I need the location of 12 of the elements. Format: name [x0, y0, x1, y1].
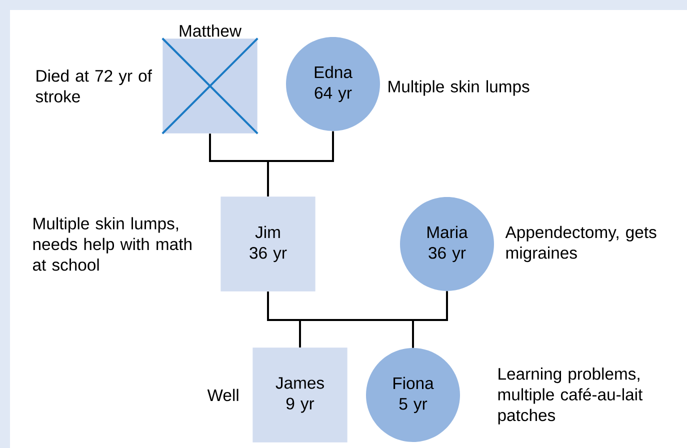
note-text: Well — [207, 388, 238, 402]
male-square: Jim 36 yr — [220, 196, 316, 292]
note-text: Multiple skin lumps, needs help with math at school — [32, 217, 192, 271]
crossed-square: Matthew — [162, 24, 258, 134]
note-text: Died at 72 yr of stroke — [36, 70, 152, 102]
pedigree-line — [267, 131, 334, 196]
node-label: Matthew — [180, 24, 242, 37]
note-text: Multiple skin lumps — [388, 80, 530, 96]
note-text: Appendectomy, gets migraines — [505, 226, 656, 262]
note-text: Learning problems, multiple café-au-lait patches — [498, 368, 643, 424]
pedigree-line — [412, 291, 448, 348]
male-square: James 9 yr — [252, 348, 348, 442]
